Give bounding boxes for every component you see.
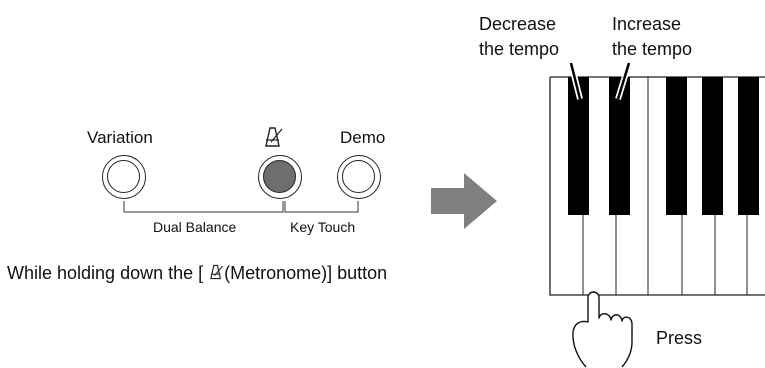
metronome-icon <box>262 126 284 148</box>
metronome-button-pressed <box>263 160 296 193</box>
instruction-caption: While holding down the [ (Metronome)] bu… <box>7 263 387 284</box>
metronome-icon <box>208 263 224 281</box>
caption-suffix: (Metronome)] button <box>224 263 388 283</box>
demo-button[interactable] <box>337 155 381 199</box>
dual-balance-label: Dual Balance <box>153 219 237 235</box>
increase-tempo-label: Increase the tempo <box>612 12 692 62</box>
caption-prefix: While holding down the [ <box>7 263 209 283</box>
metronome-button[interactable] <box>258 155 302 199</box>
increase-line1: Increase <box>612 14 682 34</box>
variation-button[interactable] <box>102 155 146 199</box>
increase-line2: the tempo <box>612 39 693 59</box>
decrease-line2: the tempo <box>479 39 560 59</box>
decrease-tempo-label: Decrease the tempo <box>479 12 559 62</box>
variation-label: Variation <box>87 128 153 147</box>
decrease-line1: Decrease <box>479 14 557 34</box>
press-label: Press <box>656 328 703 348</box>
demo-label: Demo <box>340 128 386 147</box>
key-touch-label: Key Touch <box>290 219 356 235</box>
